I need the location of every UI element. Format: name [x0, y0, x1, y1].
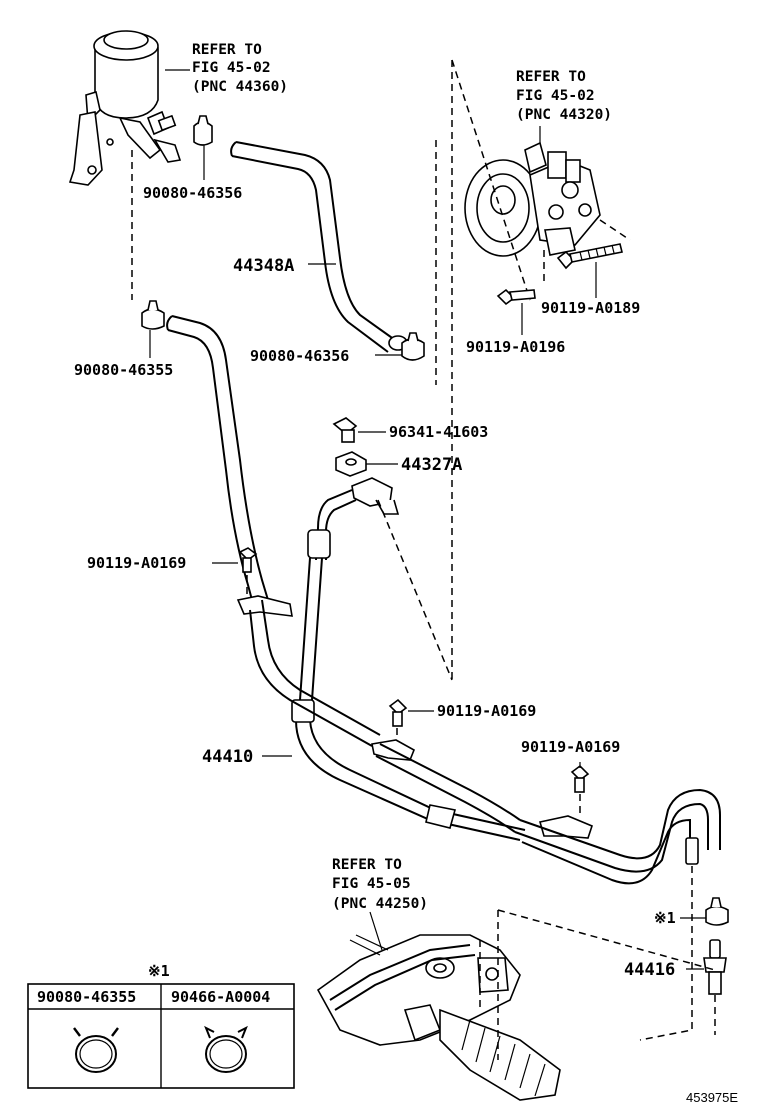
bolt-bracket-right-illustration: [570, 764, 590, 793]
gasket-illustration: [335, 451, 367, 477]
clamp-90466-A0004-icon: [204, 1025, 248, 1073]
label-gasket: 44327A: [401, 455, 462, 475]
bolt-bracket-left-illustration: [238, 547, 258, 573]
clamp-90080-46355-icon: [73, 1027, 119, 1073]
bolt-pump-long-illustration: [556, 243, 623, 270]
return-hose-illustration: [230, 141, 408, 353]
marker-clamp: ※1: [654, 909, 676, 927]
label-return-hose: 44348A: [233, 256, 294, 276]
reference-reservoir: REFER TO FIG 45-02 (PNC 44360): [165, 42, 288, 95]
reference-line-3: (PNC 44360): [192, 79, 288, 95]
label-bolt-bracket-left: 90119-A0169: [87, 554, 186, 572]
bracket-mid-illustration: [371, 739, 521, 833]
clamp-left-illustration: [141, 300, 165, 330]
clamp-return-lower-illustration: [401, 332, 425, 361]
legend-marker: ※1: [148, 962, 170, 980]
label-bolt-bracket-mid: 90119-A0169: [437, 702, 536, 720]
suction-hose-illustration: [166, 315, 269, 601]
label-union-bolt: 96341-41603: [389, 423, 488, 441]
reference-line-2: FIG 45-05: [332, 876, 411, 892]
pressure-tube-illustration: [291, 477, 526, 841]
union-bolt-illustration: [332, 417, 358, 443]
legend-column-2: 90466-A0004: [171, 988, 270, 1006]
diagram-id: 453975E: [686, 1090, 738, 1105]
steering-gear-illustration: [316, 934, 561, 1101]
reference-gear: REFER TO FIG 45-05 (PNC 44250): [332, 857, 428, 951]
bolt-bracket-mid-illustration: [388, 698, 408, 727]
label-bolt-pump-short: 90119-A0196: [466, 338, 565, 356]
label-pressure-tube: 44410: [202, 747, 253, 767]
legend-table: ※1 90080-46355 90466-A0004: [27, 962, 295, 1089]
label-clamp-upper: 90080-46356: [143, 184, 242, 202]
label-clamp-return-lower: 90080-46356: [250, 347, 349, 365]
label-return-tube: 44416: [624, 960, 675, 980]
reference-line-1: REFER TO: [332, 857, 402, 873]
bolt-pump-short-illustration: [496, 288, 536, 306]
return-tube-illustration: [703, 939, 727, 995]
reference-line-1: REFER TO: [192, 42, 262, 58]
label-bolt-bracket-right: 90119-A0169: [521, 738, 620, 756]
clamp-marker-illustration: [705, 897, 729, 926]
bracket-left-illustration: [236, 595, 381, 747]
label-bolt-pump-long: 90119-A0189: [541, 299, 640, 317]
bracket-right-illustration: [514, 788, 721, 885]
pump-illustration: [464, 141, 601, 257]
clamp-upper-illustration: [193, 115, 213, 146]
reference-line-1: REFER TO: [516, 69, 586, 85]
reference-line-2: FIG 45-02: [192, 60, 271, 76]
label-clamp-left: 90080-46355: [74, 361, 173, 379]
reservoir-illustration: [68, 30, 182, 186]
legend-column-1: 90080-46355: [37, 988, 136, 1006]
reference-line-3: (PNC 44320): [516, 107, 612, 123]
reference-line-2: FIG 45-02: [516, 88, 595, 104]
reference-line-3: (PNC 44250): [332, 896, 428, 912]
reference-pump: REFER TO FIG 45-02 (PNC 44320): [516, 69, 612, 150]
